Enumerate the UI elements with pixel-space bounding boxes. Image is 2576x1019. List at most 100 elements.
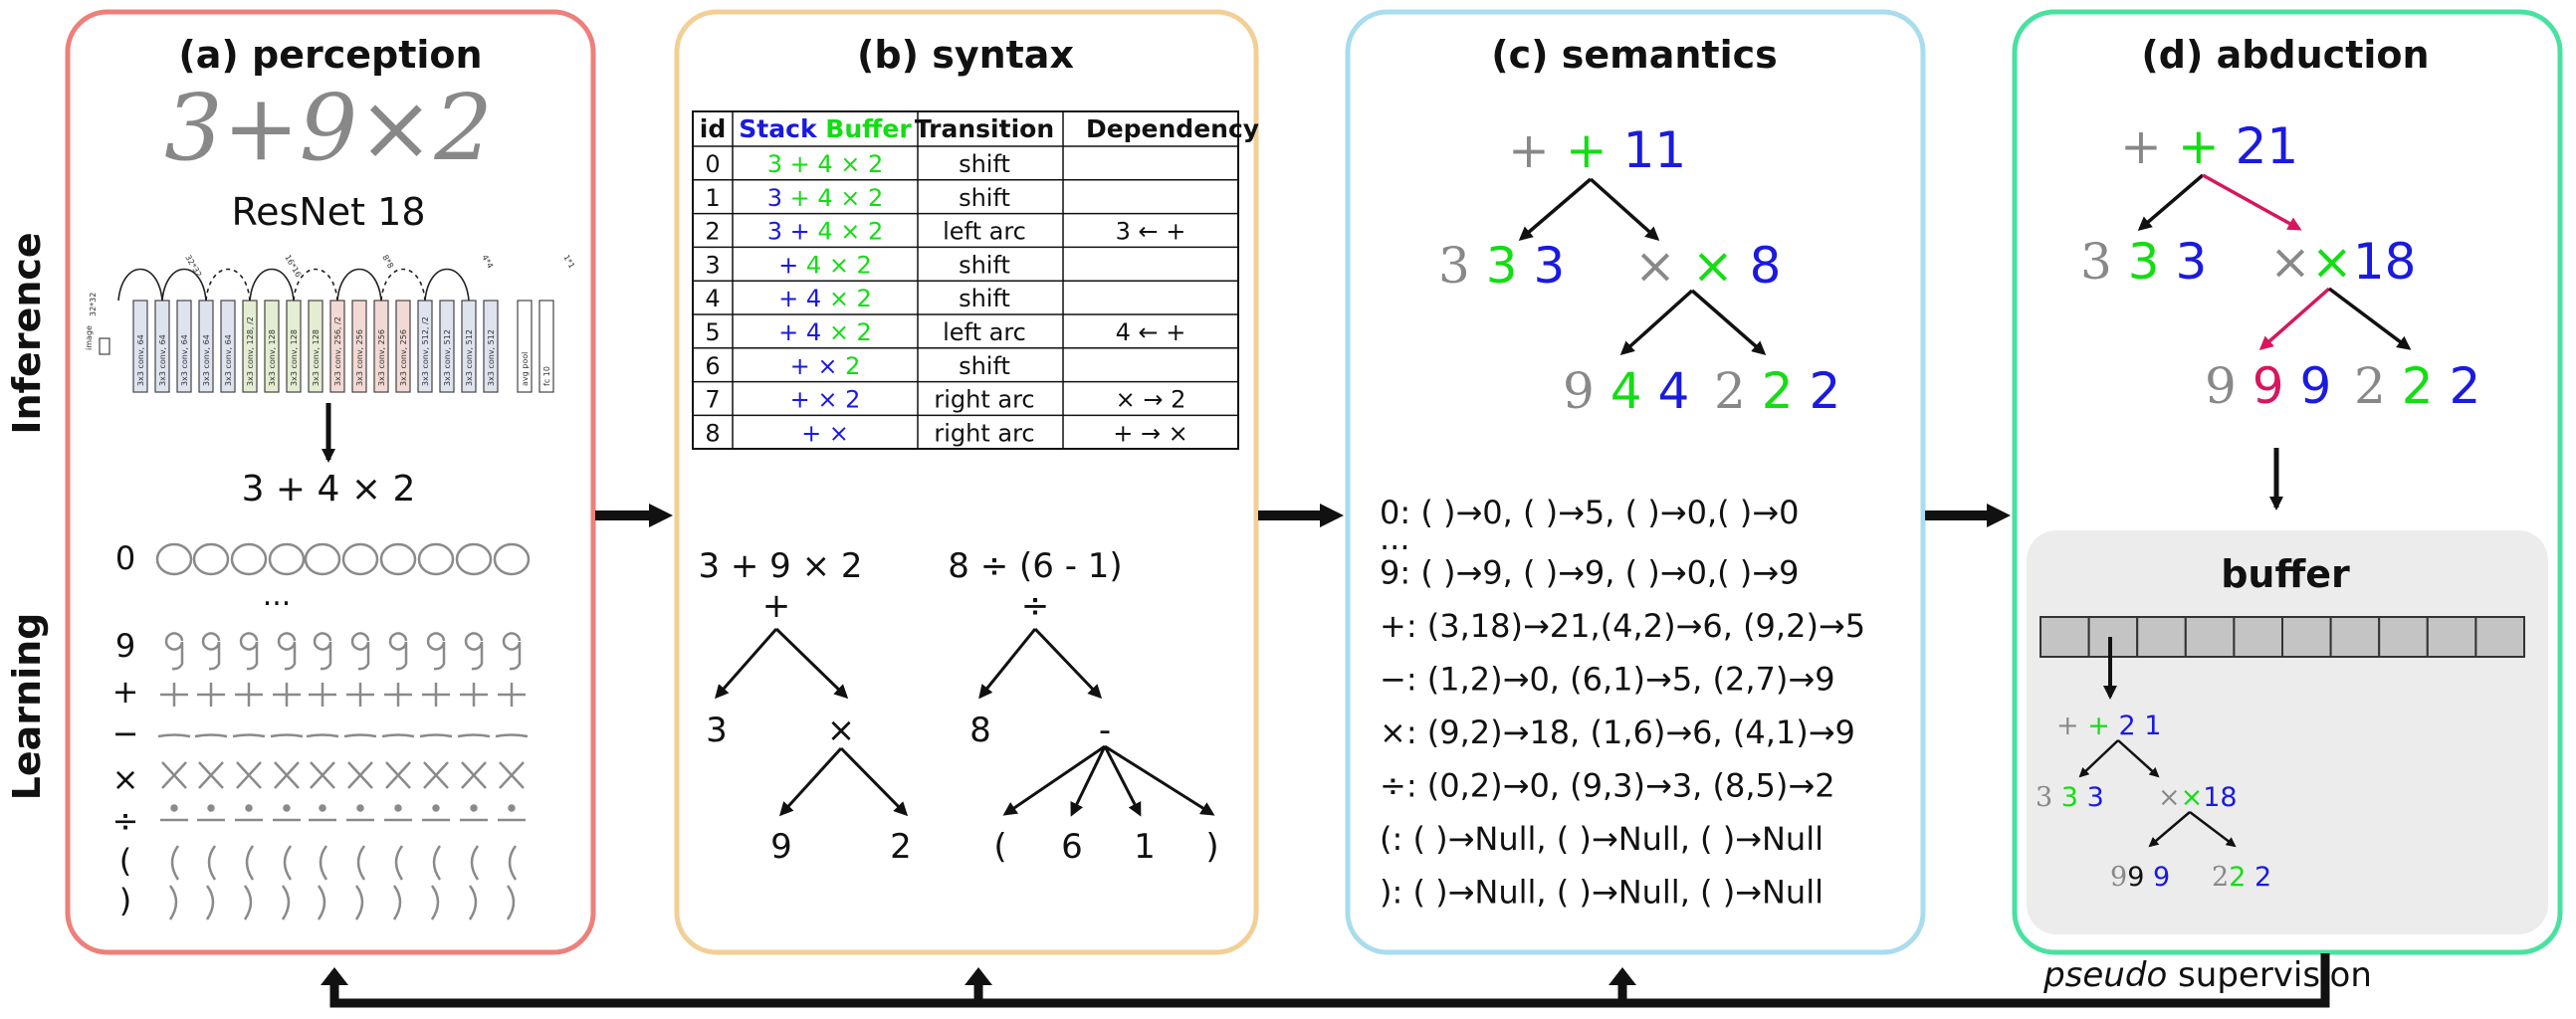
semantics-title: (c) semantics <box>1491 33 1778 77</box>
sample-nine <box>164 632 184 671</box>
resnet-layer <box>264 300 280 393</box>
col-transition: Transition <box>915 114 1054 143</box>
buffer-cell <box>2426 616 2477 658</box>
feature-size: 32*32 <box>89 293 98 316</box>
semantic-tree: + + 11 3 3 3 × × 8 9 4 4 2 2 2 <box>1438 121 1840 420</box>
row-stack-buffer: + × 2 <box>790 352 861 380</box>
skip-connection <box>380 268 426 302</box>
sample-minus <box>157 733 191 738</box>
row-transition: right arc <box>934 419 1034 447</box>
sample-nine <box>239 632 259 671</box>
sample-zero <box>493 542 531 576</box>
svg-text:99 9: 99 9 <box>2110 862 2170 893</box>
sample-divide-dot <box>356 804 364 812</box>
resnet-layer <box>395 300 411 393</box>
resnet-layer <box>99 337 110 355</box>
resnet-layer <box>351 300 367 393</box>
resnet-layer-label: 3x3 conv, 256, /2 <box>333 316 342 386</box>
sample-zero <box>455 542 493 576</box>
syntax-title: (b) syntax <box>857 33 1074 77</box>
tree2-c3: 1 <box>1134 827 1156 867</box>
samples-ellipsis: ... <box>263 578 292 613</box>
resnet-layer-label: image <box>85 325 94 350</box>
sample-zero <box>379 542 417 576</box>
resnet-layer-label: 3x3 conv, 512 <box>487 329 496 386</box>
row-id: 0 <box>705 150 720 178</box>
sample-plus <box>273 683 301 707</box>
sample-lparen <box>470 845 480 881</box>
resnet-layer-label: 3x3 conv, 64 <box>158 334 167 386</box>
sample-lparen <box>356 845 366 881</box>
resnet-layer-label: 3x3 conv, 64 <box>136 334 145 386</box>
sample-times <box>198 761 224 789</box>
sample-plus <box>498 683 526 707</box>
skip-connection <box>293 268 338 302</box>
sample-plus <box>160 683 188 707</box>
resnet-layer <box>483 300 499 393</box>
buffer-cell <box>2184 616 2236 658</box>
row-transition: shift <box>959 285 1010 312</box>
buffer-cell <box>2281 616 2332 658</box>
sample-rparen <box>243 885 253 920</box>
tree2-left: 8 <box>969 711 991 750</box>
sample-rparen <box>281 885 291 920</box>
sample-zero <box>155 542 193 576</box>
resnet-layer-label: 3x3 conv, 128 <box>290 329 299 386</box>
tree2-c2: 6 <box>1061 827 1083 867</box>
sample-plus <box>384 683 412 707</box>
sample-lparen <box>207 845 217 881</box>
tree1-expr: 3 + 9 × 2 <box>698 546 862 586</box>
sample-lparen <box>245 845 255 881</box>
sample-rparen <box>506 885 516 920</box>
sample-times <box>274 761 300 789</box>
sample-plus <box>309 683 336 707</box>
semantic-rule: ×: (9,2)→18, (1,6)→6, (4,1)→9 <box>1380 713 1855 751</box>
semantic-rule: (: ( )→Null, ( )→Null, ( )→Null <box>1380 820 1824 858</box>
skip-connection <box>424 268 470 302</box>
sample-rparen <box>168 885 178 920</box>
sample-minus <box>495 733 529 738</box>
semantics-table: 0: ( )→0, ( )→5, ( )→0,( )→0...9: ( )→9,… <box>1380 494 1865 912</box>
buffer-cell <box>2136 616 2187 658</box>
resnet-layer-label: 3x3 conv, 512 <box>443 329 452 386</box>
sample-minus <box>306 733 339 738</box>
buffered-tree: + + 2 1 3 3 3 ××18 99 9 22 2 <box>2036 711 2271 893</box>
svg-text:××18: ××18 <box>2158 782 2238 813</box>
row-id: 8 <box>705 419 720 447</box>
sample-lparen <box>508 845 518 881</box>
class-label: 0 <box>115 539 135 577</box>
sample-zero <box>230 542 268 576</box>
resnet-layer <box>439 300 455 393</box>
col-dependency: Dependency <box>1086 114 1259 143</box>
tree1-r2: 2 <box>890 827 912 867</box>
semantic-rule: −: (1,2)→0, (6,1)→5, (2,7)→9 <box>1380 661 1835 699</box>
tree2-root: ÷ <box>1021 586 1050 626</box>
resnet-layer <box>308 300 323 393</box>
row-id: 6 <box>705 352 720 380</box>
sample-times <box>347 761 373 789</box>
resnet-layer-label: 3x3 conv, 128 <box>312 329 321 386</box>
feedback-label: pseudo supervision <box>2042 955 2372 995</box>
svg-text:+ + 2 1: + + 2 1 <box>2056 711 2161 741</box>
sample-rparen <box>392 885 402 920</box>
resnet-layer-label: 3x3 conv, 64 <box>180 334 189 386</box>
syntax-tree-1: 3 + 9 × 2 + 3 × 9 2 <box>698 546 911 867</box>
col-stack-buffer: Stack Buffer <box>739 114 912 143</box>
sample-times <box>310 761 335 789</box>
sample-divide-dot <box>432 804 440 812</box>
sample-rparen <box>205 885 215 920</box>
row-transition: shift <box>959 184 1010 212</box>
resnet-layer <box>538 300 554 393</box>
sample-zero <box>341 542 379 576</box>
row-dependency: 4 ← + <box>1116 318 1186 346</box>
resnet-layer-label: avg pool <box>521 352 530 386</box>
sample-minus <box>194 733 228 738</box>
abd-left-2: 9 9 9 <box>2205 357 2331 415</box>
row-id: 2 <box>705 218 720 246</box>
class-label: × <box>112 760 139 798</box>
skip-connection <box>161 268 207 302</box>
class-label: ÷ <box>112 802 139 840</box>
class-label: ) <box>119 882 131 919</box>
row-transition: right arc <box>934 386 1034 414</box>
